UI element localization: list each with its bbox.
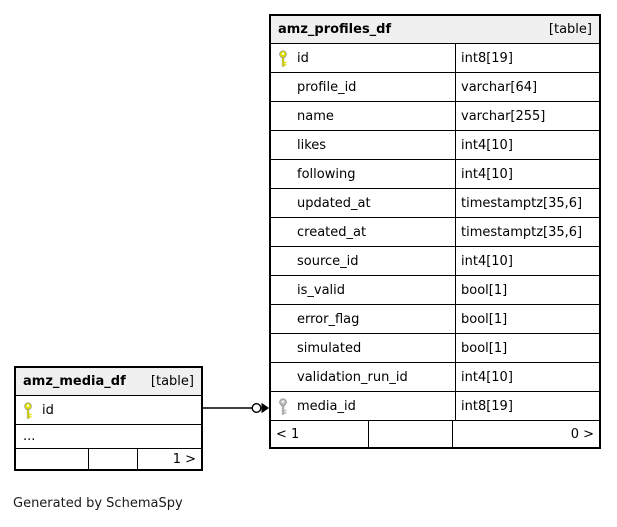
column-row-following: following int4[10] [271, 160, 599, 189]
column-name-cell: profile_id [271, 73, 455, 101]
table-tag: [table] [150, 374, 194, 389]
column-name-cell: following [271, 160, 455, 188]
child-relation-count: 0 > [570, 426, 594, 442]
parent-relation-count: < 1 [271, 421, 369, 447]
column-name-cell: created_at [271, 218, 455, 246]
column-name-cell: validation_run_id [271, 363, 455, 391]
column-name-cell: updated_at [271, 189, 455, 217]
footer-spacer-cell [16, 449, 89, 469]
column-name-cell: name [271, 102, 455, 130]
column-row-name: name varchar[255] [271, 102, 599, 131]
column-name: id [297, 50, 309, 66]
column-name-cell: id [16, 396, 201, 424]
column-rows: id int8[19] profile_id varchar[64] name varch… [271, 44, 599, 421]
column-name: validation_run_id [297, 369, 408, 385]
column-type: bool[1] [455, 276, 599, 304]
column-name: simulated [297, 340, 362, 356]
child-relation-count: 1 > [172, 451, 196, 467]
column-type: varchar[255] [455, 102, 599, 130]
primary-key-icon [16, 401, 40, 419]
column-type: int4[10] [455, 131, 599, 159]
table-footer: 1 > [16, 449, 201, 469]
column-type: bool[1] [455, 305, 599, 333]
column-row-simulated: simulated bool[1] [271, 334, 599, 363]
column-row-media_id: media_id int8[19] [271, 392, 599, 421]
column-name: profile_id [297, 79, 357, 95]
column-type: varchar[64] [455, 73, 599, 101]
column-type: int8[19] [455, 392, 599, 420]
table-name: amz_profiles_df [278, 22, 392, 37]
column-name-cell: id [271, 44, 455, 72]
column-name-cell: error_flag [271, 305, 455, 333]
column-row-ellipsis: ... [16, 425, 201, 449]
column-name: created_at [297, 224, 367, 240]
column-type: bool[1] [455, 334, 599, 362]
column-name-cell: source_id [271, 247, 455, 275]
table-tag: [table] [548, 22, 592, 37]
column-name: error_flag [297, 311, 360, 327]
column-name: id [42, 402, 54, 418]
column-type: int4[10] [455, 160, 599, 188]
table-name: amz_media_df [23, 374, 126, 389]
column-name: source_id [297, 253, 359, 269]
column-row-error_flag: error_flag bool[1] [271, 305, 599, 334]
column-name: is_valid [297, 282, 346, 298]
column-name-cell: is_valid [271, 276, 455, 304]
table-footer: < 1 0 > [271, 421, 599, 447]
column-name-cell: ... [16, 425, 201, 448]
column-name-cell: media_id [271, 392, 455, 420]
column-name-cell: simulated [271, 334, 455, 362]
table-node-amz-media-df: amz_media_df [table] id... 1 > [14, 366, 203, 471]
column-row-source_id: source_id int4[10] [271, 247, 599, 276]
generated-by-note: Generated by SchemaSpy [13, 496, 183, 511]
relationship-connector [203, 402, 269, 414]
connector-nullable-circle [251, 402, 262, 414]
primary-key-icon [271, 49, 295, 67]
column-name: likes [297, 137, 327, 153]
column-row-profile_id: profile_id varchar[64] [271, 73, 599, 102]
connector-arrowhead-icon [261, 402, 269, 414]
column-row-id: id int8[19] [271, 44, 599, 73]
column-name: name [297, 108, 334, 124]
table-header-amz-media-df[interactable]: amz_media_df [table] [16, 368, 201, 396]
column-name-cell: likes [271, 131, 455, 159]
column-rows: id... [16, 396, 201, 449]
column-type: timestamptz[35,6] [455, 218, 599, 246]
column-row-created_at: created_at timestamptz[35,6] [271, 218, 599, 247]
column-name: ... [23, 429, 36, 444]
column-row-id: id [16, 396, 201, 425]
column-name: following [297, 166, 356, 182]
foreign-key-icon [271, 397, 295, 415]
column-row-likes: likes int4[10] [271, 131, 599, 160]
footer-spacer-cell [89, 449, 138, 469]
column-type: int4[10] [455, 247, 599, 275]
column-name: media_id [297, 398, 356, 414]
column-row-updated_at: updated_at timestamptz[35,6] [271, 189, 599, 218]
column-type: timestamptz[35,6] [455, 189, 599, 217]
column-row-validation_run_id: validation_run_id int4[10] [271, 363, 599, 392]
table-header-amz-profiles-df[interactable]: amz_profiles_df [table] [271, 16, 599, 44]
column-type: int8[19] [455, 44, 599, 72]
column-row-is_valid: is_valid bool[1] [271, 276, 599, 305]
footer-spacer-cell [369, 421, 453, 447]
column-type: int4[10] [455, 363, 599, 391]
column-name: updated_at [297, 195, 371, 211]
